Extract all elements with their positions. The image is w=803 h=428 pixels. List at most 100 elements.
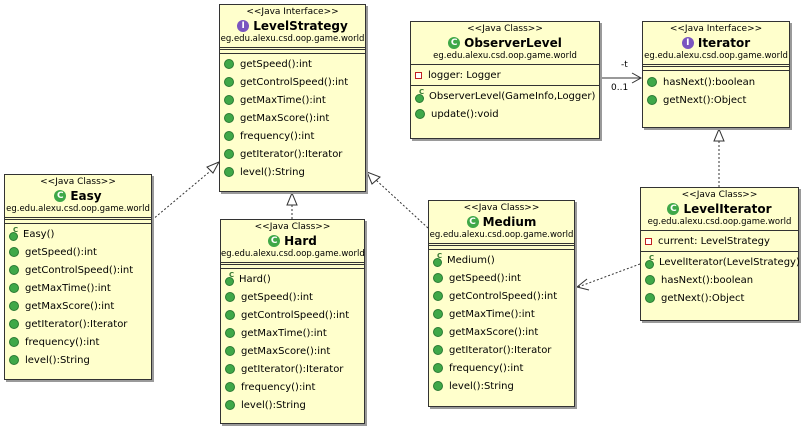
constructor-icon: C: [9, 226, 18, 241]
method-row[interactable]: getIterator():Iterator: [5, 315, 151, 333]
method-row[interactable]: frequency():int: [5, 333, 151, 351]
medium-realization-line: [375, 179, 429, 229]
stereotype-label: <<Java Class>>: [254, 222, 331, 232]
method-row[interactable]: getIterator():Iterator: [220, 145, 365, 163]
method-row[interactable]: getIterator():Iterator: [429, 341, 574, 359]
package-label: eg.edu.alexu.csd.oop.game.world: [644, 51, 788, 61]
interface-icon: I: [681, 37, 694, 49]
public-method-icon: [9, 283, 19, 293]
public-method-icon: [9, 265, 19, 275]
public-method-icon: [415, 109, 425, 119]
class-icon: C: [54, 190, 67, 202]
public-method-icon: [9, 301, 19, 311]
public-method-icon: [224, 59, 234, 69]
method-row[interactable]: getMaxScore():int: [221, 342, 364, 360]
method-row[interactable]: hasNext():boolean: [641, 271, 798, 289]
method-row[interactable]: getSpeed():int: [220, 55, 365, 73]
class-name: ObserverLevel: [464, 36, 562, 50]
public-method-icon: [433, 273, 443, 283]
public-method-icon: [645, 293, 655, 303]
public-method-icon: [225, 346, 235, 356]
method-row[interactable]: getMaxScore():int: [220, 109, 365, 127]
method-row[interactable]: level():String: [5, 351, 151, 369]
interface-icon: I: [237, 20, 250, 32]
leveliterator-realization-arrowhead: [713, 127, 725, 142]
method-row[interactable]: level():String: [220, 163, 365, 181]
package-label: eg.edu.alexu.csd.oop.game.world: [220, 34, 365, 44]
constructor-icon: C: [433, 252, 442, 267]
class-icon: C: [448, 37, 461, 49]
field-row[interactable]: current: LevelStrategy: [641, 232, 798, 250]
method-row[interactable]: frequency():int: [429, 359, 574, 377]
method-row[interactable]: getNext():Object: [643, 91, 789, 109]
method-row[interactable]: getControlSpeed():int: [5, 261, 151, 279]
stereotype-label: <<Java Interface>>: [246, 7, 339, 17]
public-method-icon: [433, 327, 443, 337]
method-row[interactable]: update():void: [411, 105, 599, 123]
public-method-icon: [225, 400, 235, 410]
public-method-icon: [225, 310, 235, 320]
method-row[interactable]: getSpeed():int: [429, 269, 574, 287]
package-label: eg.edu.alexu.csd.oop.game.world: [647, 217, 792, 227]
method-row[interactable]: getMaxTime():int: [221, 324, 364, 342]
public-method-icon: [9, 355, 19, 365]
hard-realization-arrowhead: [286, 191, 298, 206]
method-row[interactable]: frequency():int: [220, 127, 365, 145]
method-row[interactable]: getMaxScore():int: [5, 297, 151, 315]
method-row[interactable]: getControlSpeed():int: [221, 306, 364, 324]
method-row[interactable]: getMaxTime():int: [429, 305, 574, 323]
public-method-icon: [224, 167, 234, 177]
method-row[interactable]: getSpeed():int: [5, 243, 151, 261]
method-row[interactable]: hasNext():boolean: [643, 73, 789, 91]
package-label: eg.edu.alexu.csd.oop.game.world: [6, 204, 150, 214]
package-label: eg.edu.alexu.csd.oop.game.world: [221, 249, 365, 259]
public-method-icon: [647, 77, 657, 87]
class-icon: C: [466, 216, 479, 228]
medium-realization-arrowhead: [366, 171, 381, 185]
package-label: eg.edu.alexu.csd.oop.game.world: [433, 51, 577, 61]
method-row[interactable]: getNext():Object: [641, 289, 798, 307]
easy-realization-arrowhead: [206, 160, 221, 174]
stereotype-label: <<Java Interface>>: [669, 24, 763, 34]
class-name: Hard: [284, 234, 317, 248]
public-method-icon: [224, 95, 234, 105]
method-row[interactable]: level():String: [429, 377, 574, 395]
public-method-icon: [9, 337, 19, 347]
public-method-icon: [645, 275, 655, 285]
hard-class-box[interactable]: <<Java Class>> C Hard eg.edu.alexu.csd.oo…: [220, 219, 365, 424]
method-row[interactable]: getMaxTime():int: [5, 279, 151, 297]
package-label: eg.edu.alexu.csd.oop.game.world: [429, 230, 574, 240]
method-row[interactable]: frequency():int: [221, 378, 364, 396]
field-row[interactable]: logger: Logger: [411, 66, 599, 84]
public-method-icon: [224, 149, 234, 159]
public-method-icon: [433, 309, 443, 319]
method-row[interactable]: getControlSpeed():int: [220, 73, 365, 91]
method-row[interactable]: level():String: [221, 396, 364, 414]
association-multiplicity-label: 0..1: [611, 83, 629, 93]
class-name: Iterator: [697, 36, 751, 50]
method-row[interactable]: getIterator():Iterator: [221, 360, 364, 378]
association-arrowhead: [631, 72, 643, 84]
method-row[interactable]: getMaxScore():int: [429, 323, 574, 341]
method-row[interactable]: getSpeed():int: [221, 288, 364, 306]
public-method-icon: [225, 292, 235, 302]
constructor-icon: C: [225, 271, 234, 286]
method-row[interactable]: getMaxTime():int: [220, 91, 365, 109]
method-row[interactable]: getControlSpeed():int: [429, 287, 574, 305]
class-name: LevelStrategy: [253, 19, 348, 33]
class-name: LevelIterator: [683, 202, 772, 216]
easy-realization-line: [151, 167, 215, 221]
public-method-icon: [433, 291, 443, 301]
